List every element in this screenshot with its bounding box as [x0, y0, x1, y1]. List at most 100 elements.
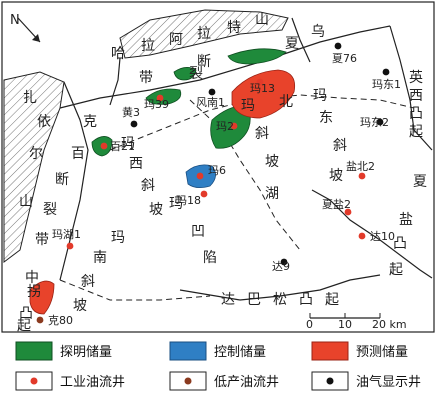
- well-label: 玛13: [250, 82, 275, 95]
- region-char: 坡: [265, 154, 279, 170]
- scale-bar: 0 10 20 km: [306, 313, 407, 331]
- region-char: 达: [221, 292, 235, 308]
- region-char: 山: [19, 194, 33, 210]
- region-char: 百: [71, 146, 85, 162]
- proven-area-north: [227, 48, 287, 65]
- well-marker-industrial: [256, 78, 264, 86]
- region-char: 起: [409, 124, 423, 140]
- hatched-mountain-north: [119, 9, 289, 59]
- region-char: 中: [25, 270, 39, 286]
- legend-industrial-label: 工业油流井: [60, 375, 125, 390]
- region-char: 西: [129, 156, 143, 172]
- legend-controlled-label: 控制储量: [214, 345, 266, 360]
- well-marker-industrial: [156, 94, 164, 102]
- well-label: 玛2: [216, 120, 234, 133]
- well-marker-oil-gas-show: [334, 42, 342, 50]
- region-char: 玛: [241, 98, 255, 114]
- map-frame: [1, 1, 435, 333]
- region-char: 凸: [393, 236, 407, 252]
- well-marker-industrial: [344, 208, 352, 216]
- legend-proven-label: 探明储量: [60, 345, 112, 360]
- well-label: 玛6: [208, 164, 226, 177]
- region-char: 依: [37, 114, 51, 130]
- well-label: 玛东1: [372, 78, 401, 91]
- well-marker-industrial: [100, 142, 108, 150]
- region-char: 西: [409, 88, 423, 104]
- region-char: 裂: [43, 202, 57, 218]
- well-marker-industrial: [358, 232, 366, 240]
- region-char: 乌: [311, 24, 325, 40]
- well-label: 黄3: [122, 105, 140, 119]
- region-char: 东: [319, 110, 333, 126]
- predicted-area-ma13: [231, 69, 296, 119]
- legend-industrial-symbol: [30, 377, 38, 385]
- region-char: 起: [389, 262, 403, 278]
- well-marker-oil-gas-show: [376, 118, 384, 126]
- well-label: 玛39: [144, 98, 169, 111]
- well-marker-oil-gas-show: [382, 68, 390, 76]
- well-marker-industrial: [66, 242, 74, 250]
- hatched-mountain-west: [3, 71, 65, 263]
- region-char: 坡: [329, 168, 343, 184]
- legend-show-symbol: [326, 377, 334, 385]
- well-label: 百21: [110, 140, 135, 153]
- region-char: 凸: [409, 106, 423, 122]
- region-char: 拉: [141, 38, 155, 54]
- scale-tick-10: 10: [338, 318, 352, 331]
- well-marker-industrial: [230, 122, 238, 130]
- region-char: 断: [55, 172, 69, 188]
- legend: 探明储量 控制储量 预测储量 工业油流井 低产油流井 油气显示井: [15, 341, 421, 391]
- region-char: 陷: [203, 250, 217, 266]
- region-char: 克: [83, 114, 97, 130]
- region-char: 坡: [149, 202, 163, 218]
- region-char: 斜: [141, 178, 155, 194]
- well-label: 克80: [48, 314, 73, 327]
- region-char: 巴: [247, 292, 261, 308]
- legend-controlled-swatch: [169, 341, 207, 361]
- region-char: 特: [227, 20, 241, 36]
- legend-predicted-swatch: [311, 341, 349, 361]
- legend-show-label: 油气显示井: [356, 374, 421, 390]
- well-label: 盐北2: [346, 160, 375, 173]
- region-char: 松: [273, 292, 287, 308]
- region-char: 带: [35, 232, 49, 248]
- well-label: 夏76: [332, 52, 357, 65]
- region-char: 裂: [189, 66, 203, 82]
- well-label: 夏盐2: [322, 198, 351, 211]
- region-char: 带: [139, 70, 153, 86]
- region-char: 断: [197, 54, 211, 70]
- well-marker-oil-gas-show: [208, 88, 216, 96]
- legend-proven-swatch: [15, 341, 53, 361]
- north-arrow: N: [10, 13, 41, 43]
- well-marker-low-yield: [36, 316, 44, 324]
- well-label: 达10: [370, 230, 395, 243]
- well-label: 玛东2: [360, 116, 389, 129]
- well-label: 玛湖1: [52, 228, 81, 241]
- region-char: 拉: [197, 26, 211, 42]
- proven-area-fengnan: [173, 67, 197, 81]
- proven-area-ma39: [145, 88, 182, 105]
- well-marker-oil-gas-show: [280, 258, 288, 266]
- scale-tick-0: 0: [306, 318, 313, 331]
- well-marker-industrial: [358, 172, 366, 180]
- region-char: 斜: [333, 138, 347, 154]
- region-char: 玛: [121, 136, 135, 152]
- region-char: 山: [255, 12, 269, 28]
- scale-tick-20: 20 km: [372, 318, 407, 331]
- region-char: 凸: [19, 306, 33, 322]
- region-char: 夏: [413, 174, 427, 190]
- region-char: 起: [325, 292, 339, 308]
- well-marker-industrial: [196, 172, 204, 180]
- region-char: 玛: [111, 230, 125, 246]
- region-char: 坡: [73, 298, 87, 314]
- region-char: 扎: [23, 90, 37, 106]
- region-char: 拐: [27, 284, 41, 300]
- well-marker-industrial: [200, 190, 208, 198]
- well-label: 达9: [272, 260, 290, 273]
- region-labels: 哈拉阿拉特山夏乌断裂带英西凸起扎依尔山克百断裂带玛北斜坡玛东斜坡玛西斜坡湖玛南斜…: [17, 12, 427, 334]
- region-char: 盐: [399, 212, 413, 228]
- legend-low-yield-symbol: [184, 377, 192, 385]
- region-char: 凹: [191, 224, 205, 240]
